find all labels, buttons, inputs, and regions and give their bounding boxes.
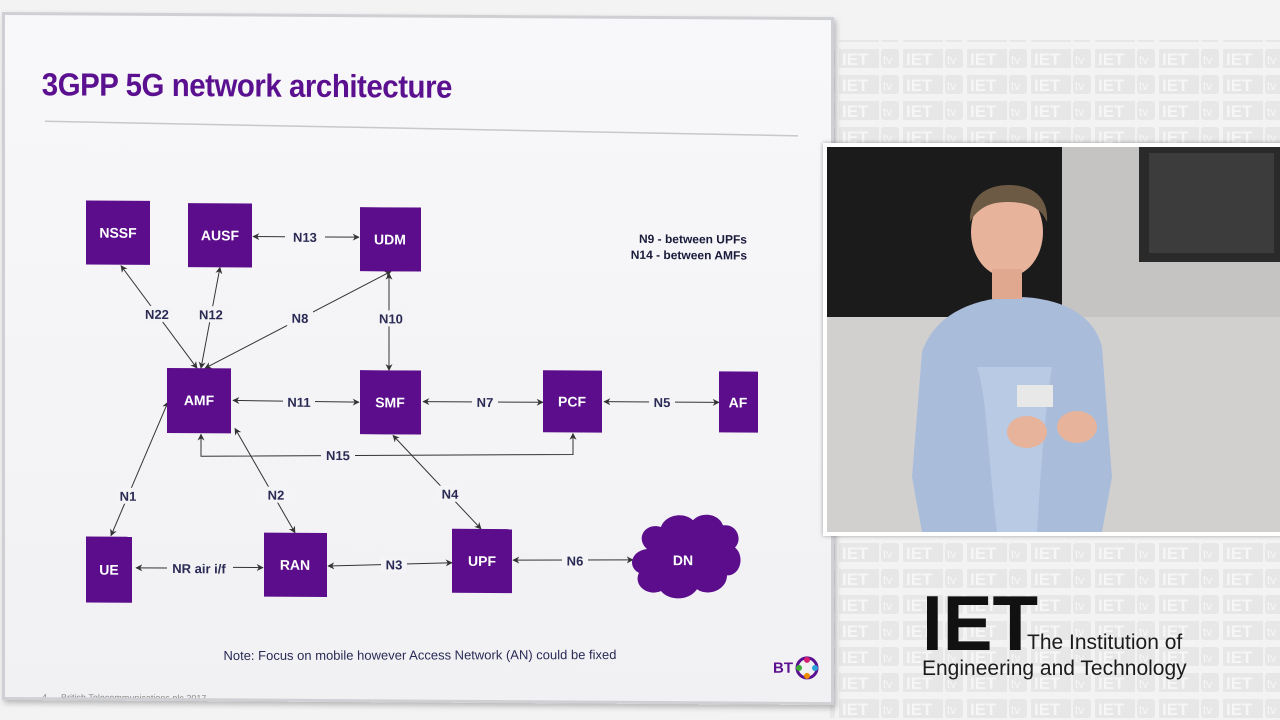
- label-n15: N15: [326, 448, 350, 463]
- presentation-slide: 3GPP 5G network architecture N9 - betwee…: [2, 12, 834, 706]
- title-divider: [44, 120, 799, 137]
- node-smf: SMF: [360, 370, 421, 435]
- edge-n4: [392, 434, 482, 530]
- node-udm: UDM: [360, 207, 421, 272]
- institution-line-2: Engineering and Technology: [922, 657, 1187, 680]
- label-n2: N2: [268, 488, 285, 503]
- label-n11: N11: [287, 395, 310, 410]
- label-n1: N1: [120, 489, 137, 504]
- speaker-figure: [912, 185, 1112, 532]
- label-n13: N13: [293, 230, 317, 245]
- label-nr-air: NR air i/f: [172, 561, 226, 576]
- svg-text:BT: BT: [773, 660, 793, 677]
- node-nssf: NSSF: [86, 200, 150, 265]
- slide-title: 3GPP 5G network architecture: [42, 66, 453, 105]
- svg-text:AMF: AMF: [184, 392, 215, 408]
- svg-text:PCF: PCF: [558, 393, 586, 409]
- side-note-n14: N14 - between AMFs: [631, 248, 748, 263]
- label-n10: N10: [379, 311, 403, 326]
- node-af: AF: [719, 371, 758, 433]
- node-dn-cloud: DN: [632, 514, 741, 599]
- svg-text:IET: IET: [922, 586, 1038, 656]
- label-n22: N22: [145, 307, 169, 322]
- slide-note: Note: Focus on mobile however Access Net…: [223, 647, 616, 663]
- footer-company: British Telecommunications plc 2017: [61, 692, 206, 702]
- node-ausf: AUSF: [188, 203, 252, 268]
- svg-text:NSSF: NSSF: [99, 225, 137, 241]
- edge-n15: [197, 432, 577, 457]
- label-n5: N5: [654, 395, 671, 410]
- node-upf: UPF: [452, 528, 512, 594]
- edge-n2: [234, 427, 296, 534]
- svg-text:RAN: RAN: [280, 557, 310, 573]
- footer-page-number: 4: [42, 692, 47, 702]
- label-n6: N6: [567, 553, 584, 568]
- speaker-video: [823, 143, 1280, 536]
- label-n12: N12: [199, 307, 223, 322]
- svg-text:DN: DN: [673, 552, 693, 568]
- svg-text:UE: UE: [99, 562, 118, 578]
- label-n3: N3: [386, 557, 403, 572]
- bt-logo: BT: [773, 656, 819, 680]
- node-pcf: PCF: [543, 370, 602, 433]
- svg-text:SMF: SMF: [375, 394, 405, 410]
- iet-logo-mark: IET: [922, 586, 1038, 656]
- institution-line-1: The Institution of: [1027, 631, 1183, 654]
- edge-n1: [110, 401, 169, 537]
- svg-text:AUSF: AUSF: [201, 227, 240, 243]
- label-n4: N4: [442, 487, 459, 502]
- side-note-n9: N9 - between UPFs: [639, 232, 747, 247]
- label-n7: N7: [477, 395, 494, 410]
- node-ran: RAN: [264, 532, 327, 597]
- svg-text:UDM: UDM: [374, 231, 406, 247]
- label-n8: N8: [292, 311, 309, 326]
- svg-text:UPF: UPF: [468, 553, 496, 569]
- svg-text:AF: AF: [729, 394, 748, 410]
- node-ue: UE: [86, 536, 132, 603]
- node-amf: AMF: [167, 368, 231, 434]
